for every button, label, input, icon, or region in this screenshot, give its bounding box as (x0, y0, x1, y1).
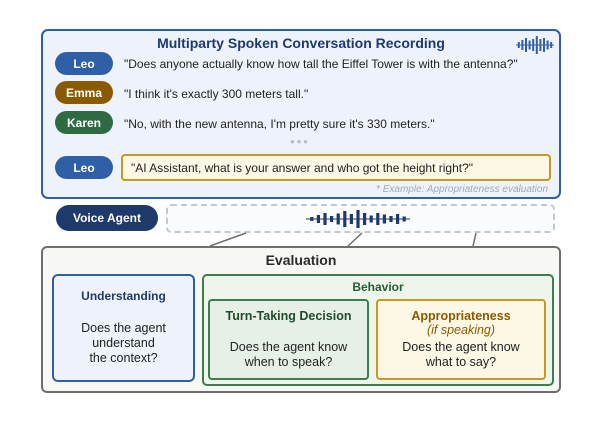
connector-line (347, 232, 363, 247)
understanding-line: understand (92, 336, 155, 350)
appropriateness-question: Does the agent know what to say? (376, 340, 546, 370)
waveform-bar (382, 214, 386, 224)
turn-taking-question: Does the agent know when to speak? (208, 340, 369, 370)
waveform-bar (539, 39, 542, 51)
waveform-bar (546, 40, 549, 50)
appropriateness-title: Appropriateness (411, 309, 511, 323)
utterance-emma: "I think it's exactly 300 meters tall." (124, 87, 309, 101)
waveform-bar (316, 215, 320, 223)
waveform-bar (389, 216, 393, 222)
behavior-title: Behavior (352, 280, 404, 294)
example-note: * Example: Appropriateness evaluation (376, 184, 548, 195)
waveform-icon (516, 36, 554, 54)
speaker-pill-leo-final: Leo (55, 156, 113, 179)
waveform-icon (306, 210, 410, 228)
waveform-bar (376, 213, 380, 225)
appropriateness-box (376, 299, 546, 380)
voice-agent-pill: Voice Agent (56, 205, 158, 231)
waveform-bar (521, 40, 524, 50)
waveform-bar (343, 211, 347, 227)
waveform-bar (532, 39, 535, 51)
waveform-bar (363, 213, 367, 225)
waveform-bar (349, 214, 353, 224)
connector-line (209, 232, 247, 247)
understanding-box (52, 274, 195, 382)
turn-taking-box (208, 299, 369, 380)
waveform-bar (402, 216, 406, 222)
waveform-bar (369, 215, 373, 223)
waveform-bar (535, 36, 538, 54)
appropriateness-subtitle: (if speaking) (426, 323, 496, 337)
waveform-bar (517, 42, 520, 48)
understanding-title: Understanding (81, 289, 166, 303)
utterance-karen: "No, with the new antenna, I'm pretty su… (124, 117, 435, 131)
question-box: "AI Assistant, what is your answer and w… (121, 154, 551, 181)
understanding-question: Does the agent understand the context? (52, 321, 195, 366)
understanding-line: Does the agent (81, 321, 166, 335)
speaker-pill-leo: Leo (55, 52, 113, 75)
understanding-line: the context? (89, 351, 158, 365)
waveform-bar (550, 42, 553, 48)
connector-line (472, 232, 477, 247)
waveform-bar (528, 40, 531, 50)
evaluation-title: Evaluation (265, 252, 337, 268)
waveform-bar (330, 216, 334, 222)
utterance-leo-final: "AI Assistant, what is your answer and w… (131, 160, 474, 175)
waveform-bar (336, 213, 340, 225)
turn-taking-line: Does the agent know (229, 340, 348, 354)
appropriateness-line: what to say? (425, 355, 497, 369)
speaker-pill-karen: Karen (55, 111, 113, 134)
waveform-bar (356, 210, 360, 228)
waveform-bar (323, 213, 327, 225)
speaker-pill-emma: Emma (55, 81, 113, 104)
waveform-bar (525, 38, 527, 52)
waveform-bar (543, 38, 545, 52)
utterance-leo: "Does anyone actually know how tall the … (124, 57, 518, 71)
recording-title: Multiparty Spoken Conversation Recording (157, 35, 445, 51)
waveform-bar (396, 214, 400, 224)
waveform-bar (310, 217, 314, 221)
appropriateness-line: Does the agent know (402, 340, 520, 354)
ellipsis: ••• (290, 134, 310, 149)
turn-taking-title: Turn-Taking Decision (225, 309, 352, 323)
turn-taking-line: when to speak? (244, 355, 333, 369)
